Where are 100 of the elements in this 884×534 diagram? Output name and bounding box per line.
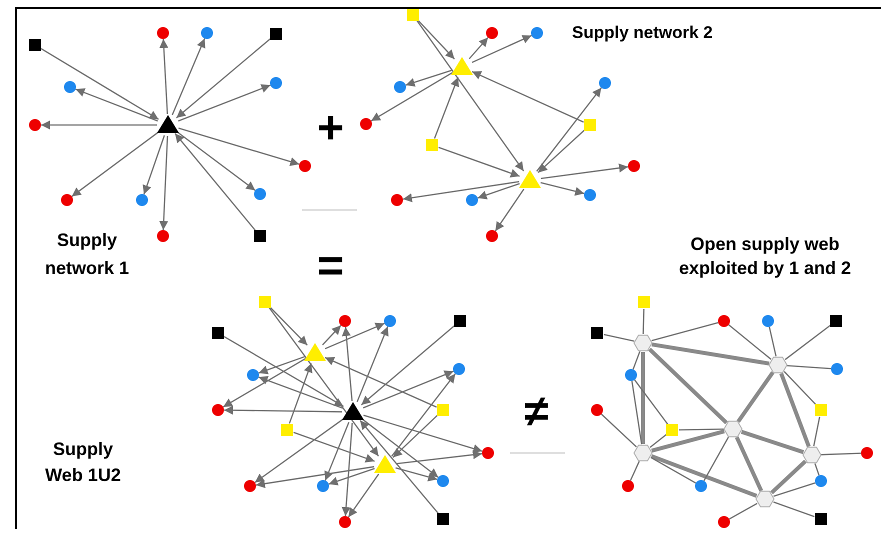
circle-node <box>136 194 148 206</box>
link-line <box>728 502 758 520</box>
circle-node <box>299 160 311 172</box>
circle-node <box>394 81 406 93</box>
arrow <box>322 324 342 346</box>
link-line <box>652 342 770 366</box>
arrow <box>395 467 438 482</box>
link-line <box>779 372 811 448</box>
triangle-node <box>374 455 396 473</box>
circle-node <box>360 118 372 130</box>
triangle-node <box>304 343 326 361</box>
arrow <box>159 136 168 230</box>
link-line <box>784 324 831 360</box>
link-line <box>786 364 832 370</box>
link-line <box>813 416 820 446</box>
graph-title: Supply Web 1U2 <box>44 438 122 487</box>
arrow <box>254 418 344 484</box>
hexagon-node <box>755 490 775 508</box>
link-line <box>650 454 758 498</box>
square-node <box>259 296 271 308</box>
square-node <box>584 119 596 131</box>
graph-title: Supply network 2 <box>572 22 714 44</box>
arrow <box>434 77 460 139</box>
arrow <box>40 48 159 120</box>
circle-node <box>247 369 259 381</box>
circle-node <box>61 194 73 206</box>
link-line <box>650 456 696 484</box>
arrow <box>71 131 160 197</box>
graph-title: Open supply web exploited by 1 and 2 <box>678 233 852 280</box>
circle-node <box>212 404 224 416</box>
triangle-node <box>519 170 541 188</box>
square-node <box>638 296 650 308</box>
circle-node <box>270 77 282 89</box>
circle-node <box>599 77 611 89</box>
arrow <box>402 181 520 202</box>
link-line <box>604 334 634 342</box>
circle-node <box>486 27 498 39</box>
arrow <box>324 356 437 408</box>
arrow <box>396 450 482 464</box>
link-line <box>650 434 667 448</box>
graph-title: Supply network 1 <box>44 229 130 280</box>
link-line <box>642 308 644 334</box>
circle-node <box>157 27 169 39</box>
circle-node <box>254 188 266 200</box>
square-node <box>454 315 466 327</box>
arrow <box>176 131 256 191</box>
arrow <box>472 70 584 123</box>
link-line <box>632 351 640 370</box>
circle-node <box>384 315 396 327</box>
arrow <box>178 128 300 166</box>
arrow <box>361 418 439 478</box>
circle-node <box>157 230 169 242</box>
circle-node <box>762 315 774 327</box>
arrow <box>258 356 305 374</box>
link-line <box>820 452 862 456</box>
arrow <box>324 422 350 481</box>
circle-node <box>815 475 827 487</box>
link-line <box>740 430 804 454</box>
arrow <box>328 468 375 486</box>
hexagon-node <box>802 446 822 464</box>
arrow <box>416 20 524 172</box>
circle-node <box>531 27 543 39</box>
circle-node <box>339 516 351 528</box>
link-line <box>768 326 777 356</box>
arrow <box>174 133 256 232</box>
hexagon-node <box>633 444 653 462</box>
square-node <box>815 513 827 525</box>
arrow <box>268 307 379 457</box>
link-line <box>634 379 668 425</box>
arrow <box>269 306 308 346</box>
link-line <box>773 501 815 518</box>
arrow <box>224 336 344 407</box>
arrow <box>360 325 456 406</box>
circle-node <box>391 194 403 206</box>
circle-node <box>695 480 707 492</box>
arrow <box>477 182 520 200</box>
circle-node <box>317 480 329 492</box>
circle-node <box>64 81 76 93</box>
arrow <box>392 414 438 458</box>
arrow <box>356 326 389 402</box>
link-line <box>631 380 642 444</box>
square-node <box>815 404 827 416</box>
link-line <box>734 436 764 492</box>
square-node <box>437 513 449 525</box>
arrow <box>258 376 343 409</box>
equals-sign: = <box>316 242 345 288</box>
circle-node <box>831 363 843 375</box>
square-node <box>426 139 438 151</box>
plus-sign: + <box>316 104 345 150</box>
link-line <box>814 463 820 476</box>
arrow <box>363 414 482 453</box>
link-line <box>651 429 725 453</box>
link-line <box>641 352 645 444</box>
arrow <box>224 406 342 415</box>
link-line <box>678 428 724 431</box>
square-node <box>212 327 224 339</box>
not-equal-sign: ≠ <box>523 390 550 434</box>
square-node <box>666 424 678 436</box>
square-node <box>270 28 282 40</box>
arrow <box>438 146 520 178</box>
